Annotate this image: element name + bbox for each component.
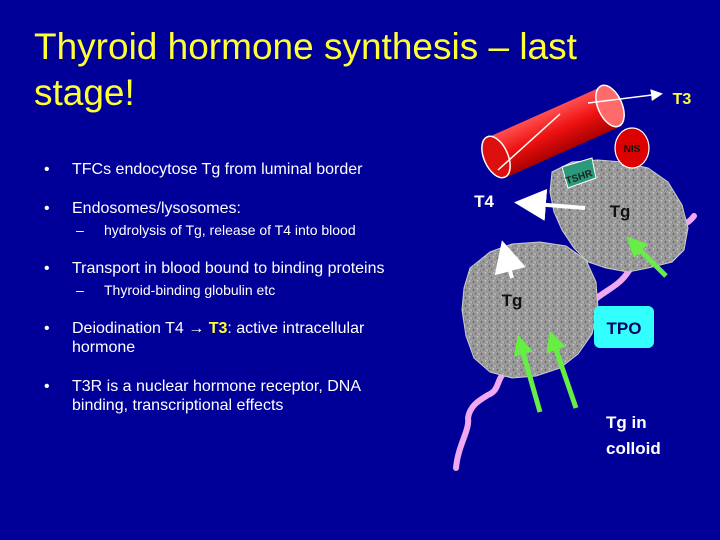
bullet-item: • Deiodination T4 → T3: active intracell… <box>40 319 400 357</box>
lower-tg-cell <box>461 241 599 379</box>
t4-label: T4 <box>474 192 494 211</box>
bullet-dot: • <box>44 200 50 217</box>
t3-label: T3 <box>673 91 692 108</box>
bullet-text: T3R is a nuclear hormone receptor, DNA b… <box>72 378 361 414</box>
bullet-text: Endosomes/lysosomes: <box>72 200 241 217</box>
bullet-text-before: Deiodination T4 <box>72 320 189 337</box>
blood-vessel <box>481 84 625 179</box>
green-arrow-lower-left <box>513 334 543 413</box>
sub-bullet-item: – hydrolysis of Tg, release of T4 into b… <box>40 222 400 239</box>
nis-transporter <box>614 127 650 169</box>
t3-arrow-exit <box>587 89 663 104</box>
green-arrow-upper <box>626 236 668 278</box>
arrow-symbol: → <box>188 320 205 337</box>
bullet-item: • Transport in blood bound to binding pr… <box>40 259 400 299</box>
tpo-box <box>594 306 654 348</box>
bullet-item: • TFCs endocytose Tg from luminal border <box>40 160 400 179</box>
sub-bullet-dash: – <box>76 222 84 238</box>
sub-bullet-item: – Thyroid-binding globulin etc <box>40 282 400 299</box>
colloid-label-line2: colloid <box>606 439 661 458</box>
nis-label: NIS <box>624 144 641 155</box>
tshr-receptor <box>561 157 597 189</box>
t4-arrow <box>514 188 586 221</box>
bullet-dot: • <box>44 378 50 395</box>
bullet-item: • T3R is a nuclear hormone receptor, DNA… <box>40 377 400 415</box>
bullet-list: • TFCs endocytose Tg from luminal border… <box>40 160 400 435</box>
colloid-label-line1: Tg in <box>606 413 647 432</box>
tg-lower-label: Tg <box>502 291 523 310</box>
bullet-dot: • <box>44 320 50 337</box>
lower-cell-up-arrow <box>494 240 526 279</box>
bullet-text-after: : active intracellular hormone <box>72 320 365 356</box>
green-arrow-lower-right <box>546 330 579 409</box>
bullet-text: Transport in blood bound to binding prot… <box>72 260 385 277</box>
bullet-dot: • <box>44 260 50 277</box>
bullet-item: • Endosomes/lysosomes: – hydrolysis of T… <box>40 199 400 239</box>
bullet-text: TFCs endocytose Tg from luminal border <box>72 161 363 178</box>
sub-bullet-text: hydrolysis of Tg, release of T4 into blo… <box>104 222 356 238</box>
sub-bullet-text: Thyroid-binding globulin etc <box>104 282 276 298</box>
slide-title: Thyroid hormone synthesis – last stage! <box>34 26 577 113</box>
bullet-text: Deiodination T4 → T3: active intracellul… <box>72 320 364 356</box>
bullet-dot: • <box>44 161 50 178</box>
tpo-label: TPO <box>607 319 642 338</box>
sub-bullet-dash: – <box>76 282 84 298</box>
t3-arrow <box>497 113 561 171</box>
t3-highlight: T3 <box>208 320 228 337</box>
tg-upper-label: Tg <box>610 202 631 221</box>
